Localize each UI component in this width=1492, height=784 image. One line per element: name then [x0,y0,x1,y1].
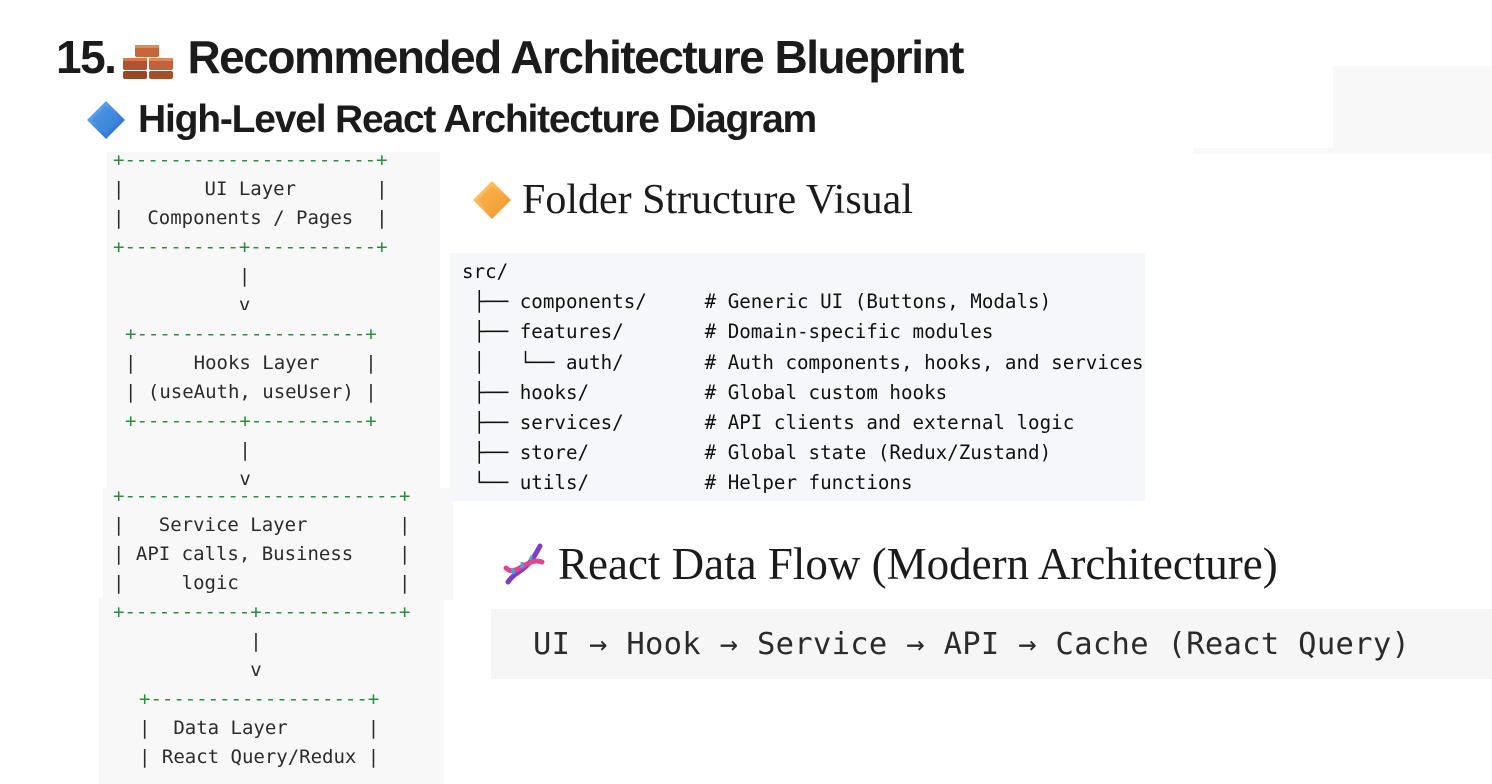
ascii-border: +--------------------+ [125,323,377,345]
ascii-border: +---------+----------+ [125,410,377,432]
diagram-heading: High-Level React Architecture Diagram [86,98,817,142]
hooks-layer-block: +--------------------+ | Hooks Layer | |… [107,310,440,500]
code-line: ├── components/ # Generic UI (Buttons, M… [462,290,1052,314]
code-line: src/ [462,260,509,283]
background-panel [1333,66,1492,154]
ascii-arrow: v [125,468,251,490]
ascii-line: | logic | [113,572,411,594]
section-number: 15. [56,31,117,83]
background-panel [1193,148,1333,154]
ascii-line: | Components / Pages | [113,207,388,229]
ascii-border: +-----------+------------+ [113,601,411,623]
folder-code-block: src/ ├── components/ # Generic UI (Butto… [450,253,1145,501]
ascii-border: +------------------------+ [113,485,411,507]
data-layer-block: +-----------+------------+ | v +--------… [99,598,444,784]
service-layer-block: +------------------------+ | Service Lay… [103,485,453,600]
diagram-heading-text: High-Level React Architecture Diagram [138,98,817,141]
ascii-line: | UI Layer | [113,178,388,200]
orange-diamond-icon [472,180,512,220]
ascii-border: +----------------------+ [113,149,388,171]
folder-structure-heading: Folder Structure Visual [472,176,913,224]
code-line: ├── hooks/ # Global custom hooks [462,380,948,404]
ascii-line: | Hooks Layer | [125,352,377,374]
ascii-border: +----------+-----------+ [113,236,388,258]
brick-icon [121,34,175,80]
data-flow-text: UI → Hook → Service → API → Cache (React… [533,627,1411,662]
code-line: └── utils/ # Helper functions [462,471,913,495]
data-flow-heading-text: React Data Flow (Modern Architecture) [558,539,1278,589]
code-line: ├── store/ # Global state (Redux/Zustand… [462,441,1052,465]
ascii-border: +-------------------+ [139,688,380,710]
ascii-connector: | [113,265,251,287]
ascii-arrow: v [113,294,251,316]
ascii-line: | Service Layer | [113,514,411,536]
code-line: │ └── auth/ # Auth components, hooks, an… [462,350,1144,374]
ui-layer-block: +----------------------+ | UI Layer | | … [107,149,440,316]
blue-diamond-icon [86,100,126,140]
dna-icon [498,538,550,590]
folder-structure-heading-text: Folder Structure Visual [522,177,913,223]
code-line: ├── services/ # API clients and external… [462,411,1075,435]
code-line: ├── features/ # Domain-specific modules [462,320,994,344]
ascii-arrow: v [113,659,262,681]
ascii-line: | React Query/Redux | [139,746,380,768]
ascii-connector: | [113,630,262,652]
ascii-line: | (useAuth, useUser) | [125,381,377,403]
data-flow-code-block: UI → Hook → Service → API → Cache (React… [491,609,1492,679]
ascii-connector: | [125,439,251,461]
ascii-line: | Data Layer | [139,717,380,739]
page-title-text: Recommended Architecture Blueprint [187,31,964,83]
ascii-line: | API calls, Business | [113,543,411,565]
page-title: 15. Recommended Architecture Blueprint [56,30,964,84]
data-flow-heading: React Data Flow (Modern Architecture) [498,538,1278,590]
